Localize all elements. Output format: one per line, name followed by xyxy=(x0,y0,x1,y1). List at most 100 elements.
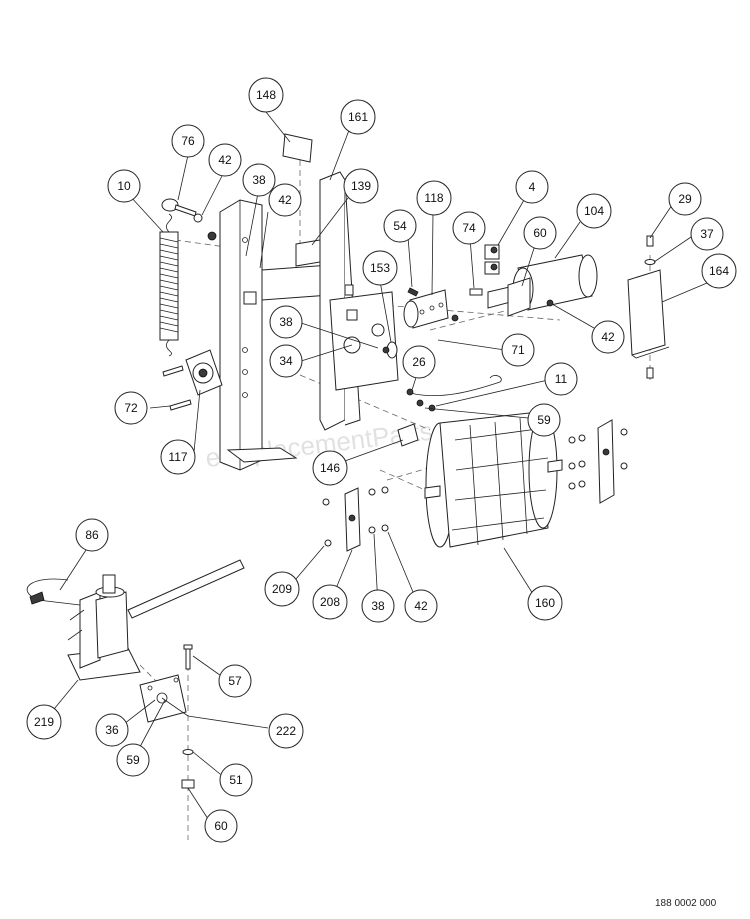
callout-38: 38 xyxy=(242,163,276,197)
bushing xyxy=(382,341,398,359)
callout-38: 38 xyxy=(269,305,303,339)
callout-208: 208 xyxy=(312,584,348,620)
callout-42: 42 xyxy=(591,320,625,354)
gear-motor xyxy=(484,244,598,311)
svg-text:72: 72 xyxy=(124,401,138,415)
flange-bearing xyxy=(185,349,223,396)
svg-text:208: 208 xyxy=(320,595,340,609)
svg-text:86: 86 xyxy=(85,528,99,542)
svg-text:37: 37 xyxy=(700,227,714,241)
callout-219: 219 xyxy=(26,704,62,740)
left-side-plate xyxy=(219,199,298,471)
svg-text:4: 4 xyxy=(529,180,536,194)
callout-11: 11 xyxy=(544,362,578,396)
svg-text:160: 160 xyxy=(535,596,555,610)
callout-60: 60 xyxy=(204,809,238,843)
callout-36: 36 xyxy=(95,713,129,747)
svg-text:71: 71 xyxy=(511,343,525,357)
svg-text:42: 42 xyxy=(218,153,232,167)
callout-59: 59 xyxy=(527,403,561,437)
callout-164: 164 xyxy=(701,253,737,289)
svg-text:38: 38 xyxy=(371,599,385,613)
linkage-wire xyxy=(406,375,502,412)
key xyxy=(469,288,483,296)
mount-bolt xyxy=(181,644,195,789)
svg-text:29: 29 xyxy=(678,192,692,206)
callout-10: 10 xyxy=(107,169,141,203)
left-bearing-plate xyxy=(322,486,389,552)
callout-34: 34 xyxy=(269,344,303,378)
svg-text:153: 153 xyxy=(370,261,390,275)
svg-text:34: 34 xyxy=(279,354,293,368)
callout-161: 161 xyxy=(340,99,376,135)
callout-160: 160 xyxy=(527,585,563,621)
svg-text:10: 10 xyxy=(117,179,131,193)
set-screw xyxy=(407,287,419,297)
figure-number: 188 0002 000 xyxy=(655,898,717,909)
svg-text:36: 36 xyxy=(105,723,119,737)
svg-text:118: 118 xyxy=(424,191,443,205)
callout-222: 222 xyxy=(268,713,304,749)
callout-117: 117 xyxy=(160,439,196,475)
callout-57: 57 xyxy=(218,664,252,698)
svg-text:42: 42 xyxy=(601,330,615,344)
callout-29: 29 xyxy=(668,182,702,216)
callout-42: 42 xyxy=(404,589,438,623)
callout-148: 148 xyxy=(248,77,284,113)
svg-text:219: 219 xyxy=(34,715,54,729)
svg-text:146: 146 xyxy=(320,461,340,475)
callout-139: 139 xyxy=(343,168,379,204)
callout-60: 60 xyxy=(523,216,557,250)
svg-text:59: 59 xyxy=(126,753,140,767)
callout-86: 86 xyxy=(75,518,109,552)
callout-153: 153 xyxy=(362,250,398,286)
svg-text:117: 117 xyxy=(168,450,187,464)
eye-bolt xyxy=(161,198,197,217)
svg-text:59: 59 xyxy=(537,413,551,427)
svg-text:161: 161 xyxy=(348,110,368,124)
shaft-coupler xyxy=(403,289,459,329)
tension-spring xyxy=(159,213,179,357)
right-bearing-plate xyxy=(568,419,628,504)
decal-plate xyxy=(282,133,313,163)
svg-text:60: 60 xyxy=(214,819,228,833)
callout-38: 38 xyxy=(361,589,395,623)
callout-146: 146 xyxy=(312,450,348,486)
svg-text:164: 164 xyxy=(709,264,729,278)
callout-74: 74 xyxy=(452,211,486,245)
motor-bracket xyxy=(507,277,531,317)
center-frame xyxy=(295,171,399,431)
cable-drum xyxy=(424,411,563,548)
callout-72: 72 xyxy=(114,391,148,425)
callout-118: 118 xyxy=(416,180,452,216)
svg-text:139: 139 xyxy=(351,179,371,193)
callout-54: 54 xyxy=(383,209,417,243)
callout-4: 4 xyxy=(515,170,549,204)
cover-screw xyxy=(644,235,656,379)
svg-text:60: 60 xyxy=(533,226,547,240)
motor-cover xyxy=(627,269,670,359)
svg-text:76: 76 xyxy=(181,134,195,148)
svg-text:38: 38 xyxy=(252,173,266,187)
svg-text:148: 148 xyxy=(256,88,276,102)
svg-text:57: 57 xyxy=(228,674,242,688)
callout-26: 26 xyxy=(402,345,436,379)
svg-text:26: 26 xyxy=(412,355,426,369)
callout-76: 76 xyxy=(171,124,205,158)
callout-71: 71 xyxy=(501,333,535,367)
callout-42: 42 xyxy=(268,183,302,217)
callout-51: 51 xyxy=(219,763,253,797)
svg-text:104: 104 xyxy=(584,204,604,218)
svg-text:42: 42 xyxy=(278,193,292,207)
callout-42: 42 xyxy=(208,143,242,177)
svg-text:74: 74 xyxy=(462,221,476,235)
svg-text:11: 11 xyxy=(555,372,568,386)
svg-text:38: 38 xyxy=(279,315,293,329)
svg-text:222: 222 xyxy=(276,724,296,738)
hydraulic-jack xyxy=(67,559,245,681)
callout-209: 209 xyxy=(264,571,300,607)
svg-text:42: 42 xyxy=(414,599,428,613)
callout-37: 37 xyxy=(690,217,724,251)
svg-text:54: 54 xyxy=(393,219,407,233)
